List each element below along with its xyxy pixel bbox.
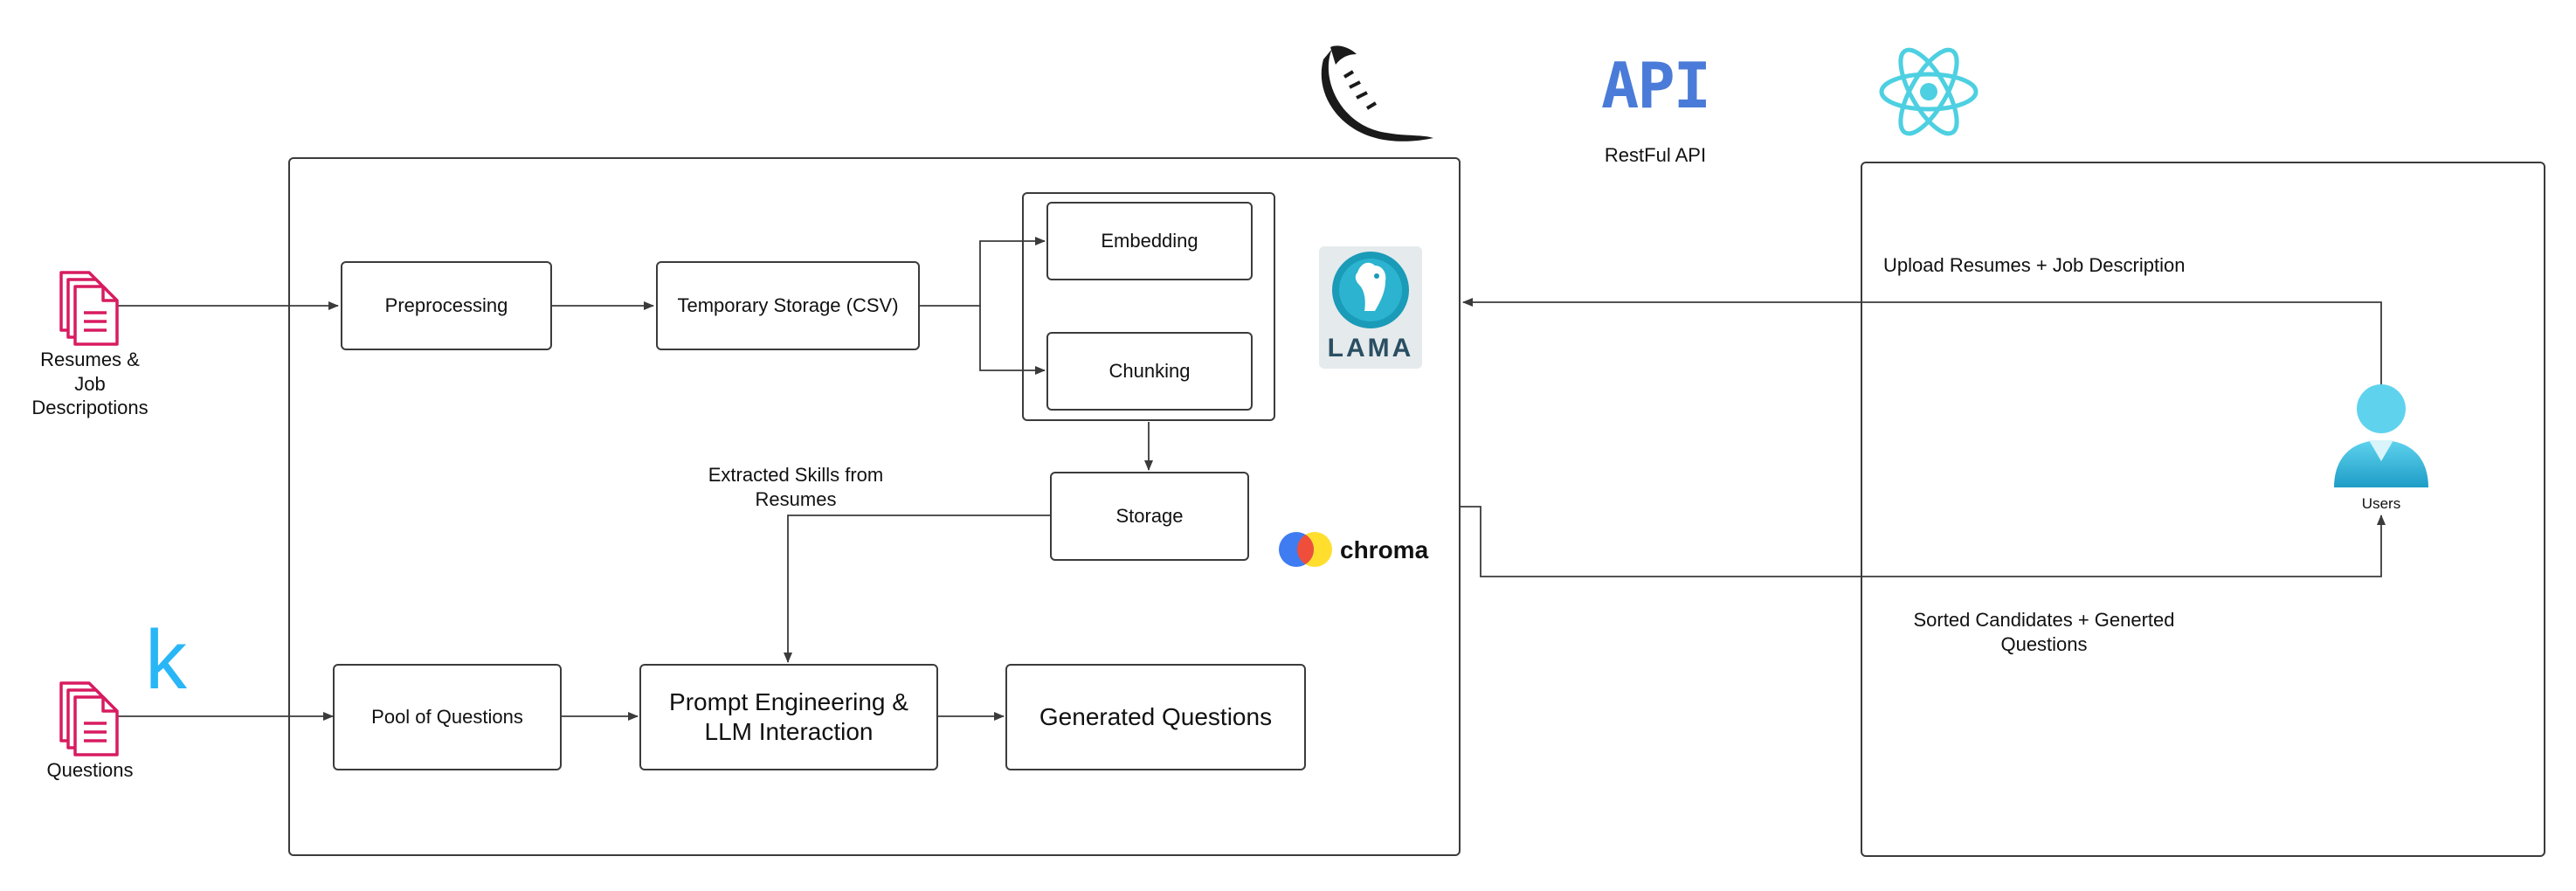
users-label: Users — [2361, 495, 2401, 512]
chunking-node: Chunking — [1046, 332, 1253, 411]
extracted-skills-label: Extracted Skills from Resumes — [708, 464, 884, 510]
sorted-candidates-label: Sorted Candidates + Generted Questions — [1913, 609, 2175, 655]
llama-head-icon — [1332, 252, 1409, 328]
arrow-user-to-backend — [1462, 298, 2382, 391]
user-icon — [2334, 384, 2428, 487]
resumes-document-icon — [59, 271, 119, 346]
restful-api-label: RestFul API — [1604, 144, 1707, 166]
embedding-node: Embedding — [1046, 202, 1253, 280]
temporary-storage-node: Temporary Storage (CSV) — [656, 261, 920, 350]
arrow-storage-to-prompt — [784, 515, 1050, 663]
generated-questions-node: Generated Questions — [1005, 664, 1306, 770]
api-logo: API — [1600, 49, 1711, 122]
llama-logo: LAMA — [1319, 246, 1422, 369]
chroma-logo-icon — [1279, 532, 1332, 567]
storage-node: Storage — [1050, 472, 1249, 561]
questions-document-icon — [59, 681, 119, 756]
react-logo — [1879, 47, 1979, 136]
frontend-frame — [1861, 162, 2545, 857]
llama-logo-text: LAMA — [1327, 334, 1414, 363]
pool-of-questions-node: Pool of Questions — [333, 664, 562, 770]
prompt-engineering-node: Prompt Engineering & LLM Interaction — [639, 664, 938, 770]
preprocessing-node: Preprocessing — [341, 261, 552, 350]
chroma-logo-text: chroma — [1340, 536, 1429, 563]
flask-logo — [1321, 45, 1433, 142]
kafka-logo: k — [145, 613, 187, 707]
arrow-temp-to-embedding — [919, 237, 1046, 307]
resumes-label: Resumes & Job Descripotions — [31, 349, 148, 418]
questions-label: Questions — [46, 759, 134, 781]
arrow-backend-to-user — [1460, 506, 2386, 577]
upload-label: Upload Resumes + Job Description — [1883, 254, 2186, 276]
backend-frame — [288, 157, 1461, 856]
embedding-chunking-group — [1022, 192, 1275, 421]
